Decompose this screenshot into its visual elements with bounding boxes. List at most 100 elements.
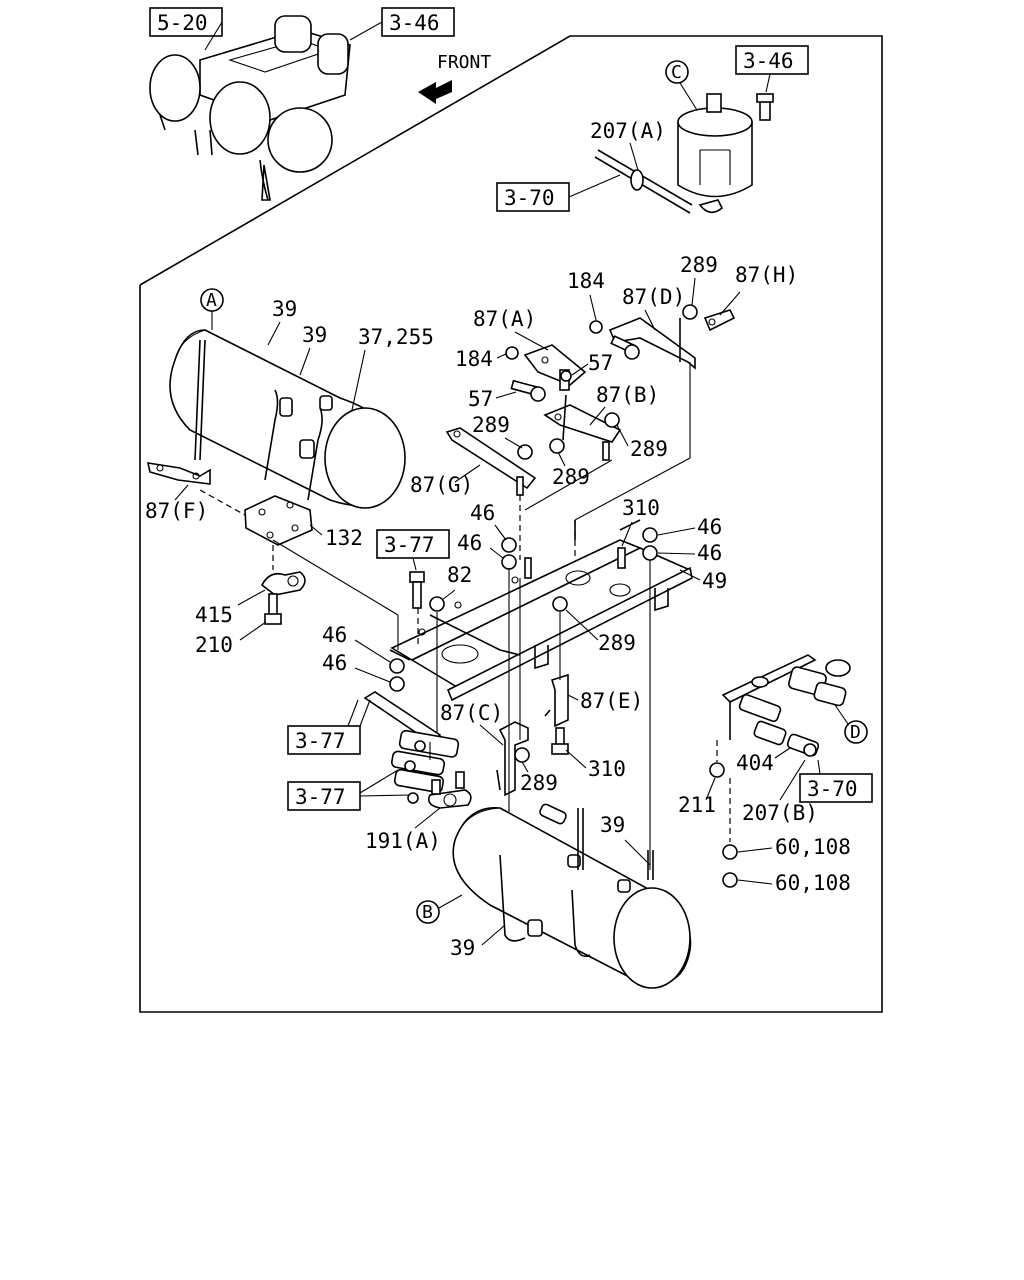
part-label-310-bot: 310 xyxy=(588,757,626,781)
stud-46-center xyxy=(524,557,532,579)
callout-d xyxy=(844,720,868,744)
air-tank-a xyxy=(169,329,406,509)
ref-label-3-70-top: 3-70 xyxy=(504,186,555,210)
bracket-87f xyxy=(146,462,211,485)
valve-assembly-right xyxy=(721,654,851,757)
nut-289-b xyxy=(549,438,565,454)
stud-310-top xyxy=(617,547,626,569)
ref-box-3-77-a[interactable] xyxy=(287,725,361,755)
part-label-87f: 87(F) xyxy=(145,499,208,523)
part-label-46-d: 46 xyxy=(697,541,722,565)
part-label-207b: 207(B) xyxy=(742,801,818,825)
washer-211 xyxy=(709,762,725,778)
part-label-87d: 87(D) xyxy=(622,285,685,309)
ref-box-3-77-b[interactable] xyxy=(287,781,361,811)
part-label-39-c: 39 xyxy=(600,813,625,837)
part-label-211: 211 xyxy=(678,793,716,817)
part-label-46-b: 46 xyxy=(457,531,482,555)
part-label-57-left: 57 xyxy=(468,387,493,411)
ref-label-3-70-right: 3-70 xyxy=(807,777,858,801)
callout-c-label: C xyxy=(671,62,682,83)
nut-60-108-a xyxy=(722,844,738,860)
callout-c xyxy=(665,60,689,84)
bolt-3-77 xyxy=(409,571,425,609)
bolt-57-right xyxy=(610,335,640,360)
part-label-87c: 87(C) xyxy=(440,701,503,725)
nut-46-e xyxy=(389,658,405,674)
nut-60-108-b xyxy=(722,872,738,888)
bolt-57-left xyxy=(510,379,546,402)
ref-label-3-77-mid: 3-77 xyxy=(384,533,435,557)
part-label-87h: 87(H) xyxy=(735,263,798,287)
bracket-87a xyxy=(523,344,587,386)
bracket-87e xyxy=(544,673,569,728)
part-label-46-f: 46 xyxy=(322,651,347,675)
callout-a-label: A xyxy=(206,290,217,311)
part-label-46-a: 46 xyxy=(470,501,495,525)
stud-87b xyxy=(602,441,610,461)
diagram-frame xyxy=(139,35,883,1013)
part-label-404: 404 xyxy=(736,751,774,775)
part-label-39-a: 39 xyxy=(272,297,297,321)
part-label-310-top: 310 xyxy=(622,496,660,520)
bracket-87g xyxy=(445,427,537,490)
nut-289-e xyxy=(514,747,530,763)
nut-289-d xyxy=(552,596,568,612)
nut-289-top xyxy=(682,304,698,320)
part-label-184-mid: 184 xyxy=(455,347,493,371)
part-label-60-108-b: 60,108 xyxy=(775,871,851,895)
ref-box-3-70-top[interactable] xyxy=(496,182,570,212)
part-label-207a: 207(A) xyxy=(590,119,666,143)
washer-184-mid xyxy=(505,346,519,360)
nut-46-a xyxy=(501,537,517,553)
part-label-60-108-a: 60,108 xyxy=(775,835,851,859)
part-label-39-b: 39 xyxy=(302,323,327,347)
part-label-87a: 87(A) xyxy=(473,307,536,331)
part-label-289-a: 289 xyxy=(472,413,510,437)
part-label-210: 210 xyxy=(195,633,233,657)
front-arrow-icon xyxy=(418,80,452,104)
part-label-289-c: 289 xyxy=(552,465,590,489)
part-label-87e: 87(E) xyxy=(580,689,643,713)
mounting-plate-132 xyxy=(199,489,313,546)
air-tank-b xyxy=(452,803,692,989)
front-label: FRONT xyxy=(437,52,491,73)
vehicle-overview-sketch xyxy=(149,15,351,201)
ref-box-3-46-right[interactable] xyxy=(735,45,809,75)
nut-289-a xyxy=(604,412,620,428)
nut-46-b xyxy=(501,554,517,570)
stud-87g xyxy=(516,476,524,496)
ref-label-3-46-right: 3-46 xyxy=(743,49,794,73)
bracket-87c xyxy=(496,721,529,797)
part-label-132: 132 xyxy=(325,526,363,550)
bracket-191a xyxy=(427,771,472,809)
ref-box-5-20[interactable] xyxy=(149,7,223,37)
part-label-87b: 87(B) xyxy=(596,383,659,407)
nut-46-c xyxy=(642,527,658,543)
part-label-39-d: 39 xyxy=(450,936,475,960)
ref-box-3-70-right[interactable] xyxy=(799,773,873,803)
part-label-415: 415 xyxy=(195,603,233,627)
ref-label-3-46-top: 3-46 xyxy=(389,11,440,35)
part-label-289-top: 289 xyxy=(680,253,718,277)
part-label-191a: 191(A) xyxy=(365,829,441,853)
part-label-289-d: 289 xyxy=(598,631,636,655)
bolt-210 xyxy=(264,593,282,625)
nut-46-f xyxy=(389,676,405,692)
nut-46-d xyxy=(642,545,658,561)
part-label-289-b: 289 xyxy=(630,437,668,461)
ref-box-3-46-top[interactable] xyxy=(381,7,455,37)
ref-label-3-77-b: 3-77 xyxy=(295,785,346,809)
bracket-87h xyxy=(703,309,736,332)
part-label-82: 82 xyxy=(447,563,472,587)
clamp-415 xyxy=(260,571,306,596)
washer-3-77 xyxy=(407,792,419,804)
callout-b-label: B xyxy=(422,902,433,923)
valve-assembly-left xyxy=(363,691,460,794)
bracket-87b xyxy=(543,394,622,443)
ref-label-3-77-a: 3-77 xyxy=(295,729,346,753)
part-label-37-255: 37,255 xyxy=(358,325,434,349)
assembly-line-right xyxy=(574,362,691,521)
nut-289-g xyxy=(517,444,533,460)
